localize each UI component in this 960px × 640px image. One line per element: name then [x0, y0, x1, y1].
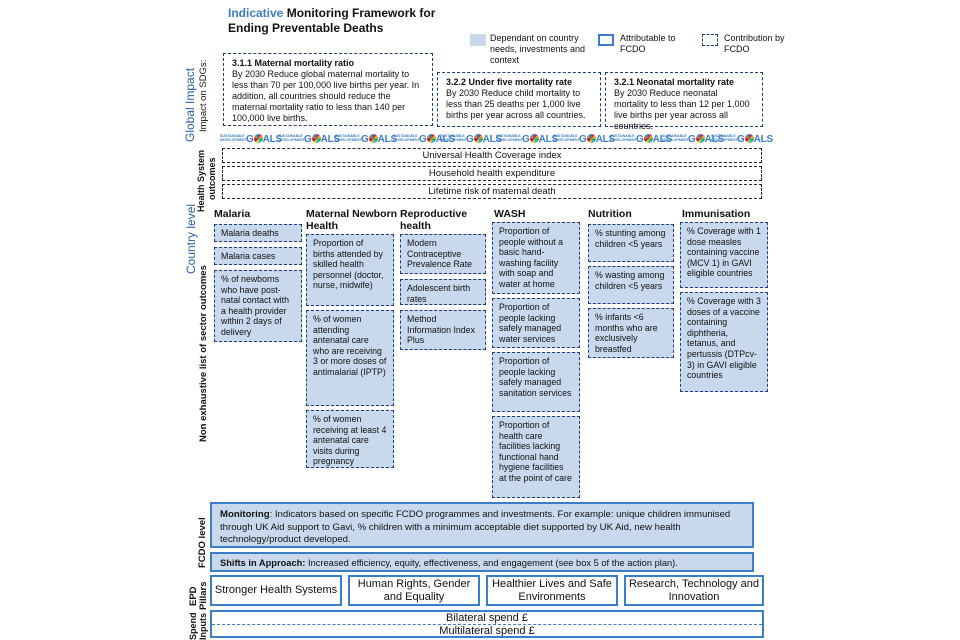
indicator-box: % infants <6 months who are exclusively … — [588, 308, 674, 358]
label-inputs: Inputs — [198, 613, 208, 640]
health-outcome-maternal-death-risk: Lifetime risk of maternal death — [222, 184, 762, 199]
sector-header-immunisation: Immunisation — [682, 208, 751, 220]
label-spend: Spend — [188, 612, 198, 640]
sdg-target-text: By 2030 Reduce neonatal mortality to les… — [614, 88, 750, 131]
label-global-impact: Global Impact — [183, 67, 197, 142]
indicator-box: % of women receiving at least 4 antenata… — [306, 410, 394, 468]
legend-solid-swatch — [598, 34, 614, 46]
sector-header-malaria: Malaria — [214, 208, 251, 220]
sdg-wheel-icon — [529, 133, 539, 143]
sdg-wheel-icon — [426, 133, 436, 143]
pillar-healthier-lives: Healthier Lives and Safe Environments — [486, 575, 618, 606]
spend-inputs-box: Bilateral spend £ Multilateral spend £ — [210, 610, 764, 638]
indicator-box: Method Information Index Plus — [400, 310, 486, 350]
sdg-target-text: By 2030 Reduce child mortality to less t… — [446, 88, 586, 120]
indicator-box: Modern Contraceptive Prevalence Rate — [400, 234, 486, 274]
sdg-logo-small: SUSTAINABLE DEVELOPMENT — [220, 134, 247, 142]
fcdo-monitoring-box: Monitoring: Indicators based on specific… — [210, 502, 754, 548]
fcdo-shifts-box: Shifts in Approach: Increased efficiency… — [210, 552, 754, 572]
indicator-box: Proportion of health care facilities lac… — [492, 416, 580, 498]
indicator-box: % Coverage with 3 doses of a vaccine con… — [680, 292, 768, 392]
sdg-wheel-icon — [253, 133, 263, 143]
label-impact-on-sdgs: Impact on SDGs: — [198, 59, 209, 132]
label-non-exhaustive: Non exhaustive list of sector outcomes — [198, 265, 209, 442]
label-pillars: Pillars — [198, 581, 209, 610]
sdg-wheel-icon — [695, 133, 705, 143]
pillar-research-technology: Research, Technology and Innovation — [624, 575, 764, 606]
indicator-box: % of women attending antenatal care who … — [306, 310, 394, 406]
health-outcome-household-expenditure: Household health expenditure — [222, 166, 762, 181]
label-health-system: Health System — [196, 149, 206, 212]
sdg-target-maternal: 3.1.1 Maternal mortality ratio By 2030 R… — [223, 53, 433, 126]
sdg-wheel-icon — [744, 133, 754, 143]
indicator-box: Proportion of people lacking safely mana… — [492, 352, 580, 412]
indicator-box: Malaria deaths — [214, 224, 302, 242]
framework-title: Indicative Monitoring Framework for Endi… — [228, 6, 435, 36]
label-fcdo-level: FCDO level — [197, 517, 208, 568]
monitoring-text: : Indicators based on specific FCDO prog… — [220, 509, 731, 545]
pillar-human-rights: Human Rights, Gender and Equality — [348, 575, 480, 606]
monitoring-label: Monitoring — [220, 509, 270, 520]
sdg-wheel-icon — [643, 133, 653, 143]
title-line2: Ending Preventable Deaths — [228, 21, 384, 35]
health-outcome-uhc-index: Universal Health Coverage index — [222, 148, 762, 163]
sdg-wheel-icon — [586, 133, 596, 143]
sdg-wheel-icon — [473, 133, 483, 143]
legend-dashed-label: Contribution by FCDO — [724, 33, 785, 54]
legend-filled-swatch — [470, 34, 486, 46]
legend-solid-label: Attributable to FCDO — [620, 33, 676, 54]
bilateral-spend: Bilateral spend £ — [446, 612, 528, 624]
sector-header-nutrition: Nutrition — [588, 208, 632, 220]
sdg-target-neonatal: 3.2.1 Neonatal mortality rate By 2030 Re… — [605, 72, 763, 131]
sdg-target-under-five: 3.2.2 Under five mortality rate By 2030 … — [437, 72, 601, 127]
shifts-text: Increased efficiency, equity, effectiven… — [305, 558, 678, 568]
sector-header-reproductive: Reproductive health — [400, 208, 468, 232]
sdg-target-text: By 2030 Reduce global maternal mortality… — [232, 69, 420, 123]
sdg-wheel-icon — [368, 133, 378, 143]
legend-dashed-swatch — [702, 34, 718, 46]
indicator-box: Proportion of births attended by skilled… — [306, 234, 394, 306]
title-accent: Indicative — [228, 6, 284, 20]
sdg-wheel-icon — [311, 133, 321, 143]
indicator-box: % Coverage with 1 dose measles containin… — [680, 222, 768, 288]
label-country-level: Country level — [184, 203, 198, 274]
legend-filled-label: Dependant on country needs, investments … — [490, 33, 586, 65]
indicator-box: % stunting among children <5 years — [588, 224, 674, 262]
label-outcomes: outcomes — [207, 157, 217, 200]
shifts-label: Shifts in Approach: — [220, 558, 306, 568]
sector-header-maternal-newborn: Maternal Newborn Health — [306, 208, 398, 232]
indicator-box: Adolescent birth rates — [400, 279, 486, 305]
indicator-box: Proportion of people lacking safely mana… — [492, 298, 580, 348]
pillar-stronger-health-systems: Stronger Health Systems — [210, 575, 342, 606]
indicator-box: % of newborns who have post-natal contac… — [214, 270, 302, 342]
sdg-target-heading: 3.2.1 Neonatal mortality rate — [614, 77, 735, 87]
indicator-box: Malaria cases — [214, 247, 302, 265]
sdg-target-heading: 3.1.1 Maternal mortality ratio — [232, 58, 355, 68]
sdg-target-heading: 3.2.2 Under five mortality rate — [446, 77, 573, 87]
title-line1: Monitoring Framework for — [283, 6, 436, 20]
indicator-box: % wasting among children <5 years — [588, 266, 674, 304]
sector-header-wash: WASH — [494, 208, 526, 220]
indicator-box: Proportion of people without a basic han… — [492, 222, 580, 294]
multilateral-spend: Multilateral spend £ — [212, 624, 762, 637]
